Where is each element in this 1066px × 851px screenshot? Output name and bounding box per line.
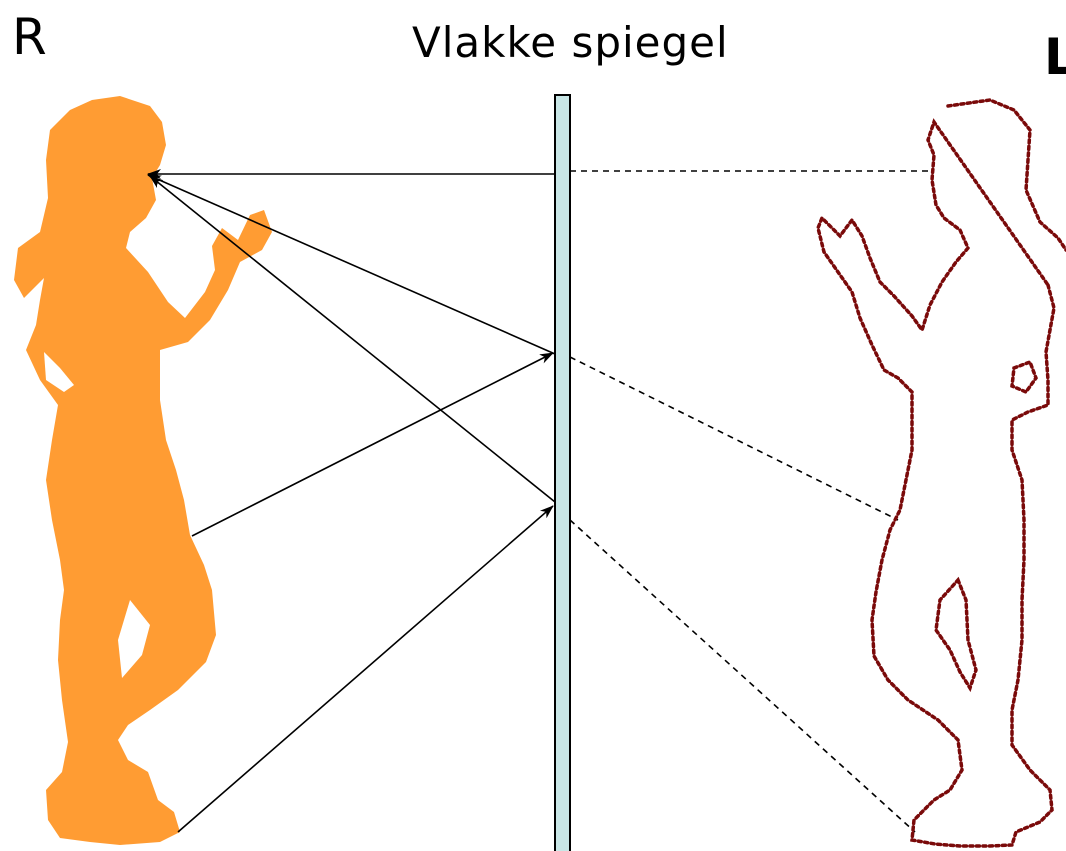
person-silhouette xyxy=(14,96,272,845)
incident-rays xyxy=(177,352,554,833)
arm-gap xyxy=(44,352,74,392)
diagram-title: Vlakke spiegel xyxy=(412,18,729,67)
mirror-image-outline xyxy=(816,98,1066,848)
right-marker: L xyxy=(1044,28,1066,86)
virtual-ray-lines xyxy=(569,170,930,833)
image-inner-detail-2 xyxy=(934,576,978,693)
reflected-rays xyxy=(147,169,556,503)
plane-mirror xyxy=(554,94,571,851)
leg-gap xyxy=(118,600,150,678)
image-inner-detail-1 xyxy=(1010,359,1038,395)
left-marker: R xyxy=(12,8,47,66)
